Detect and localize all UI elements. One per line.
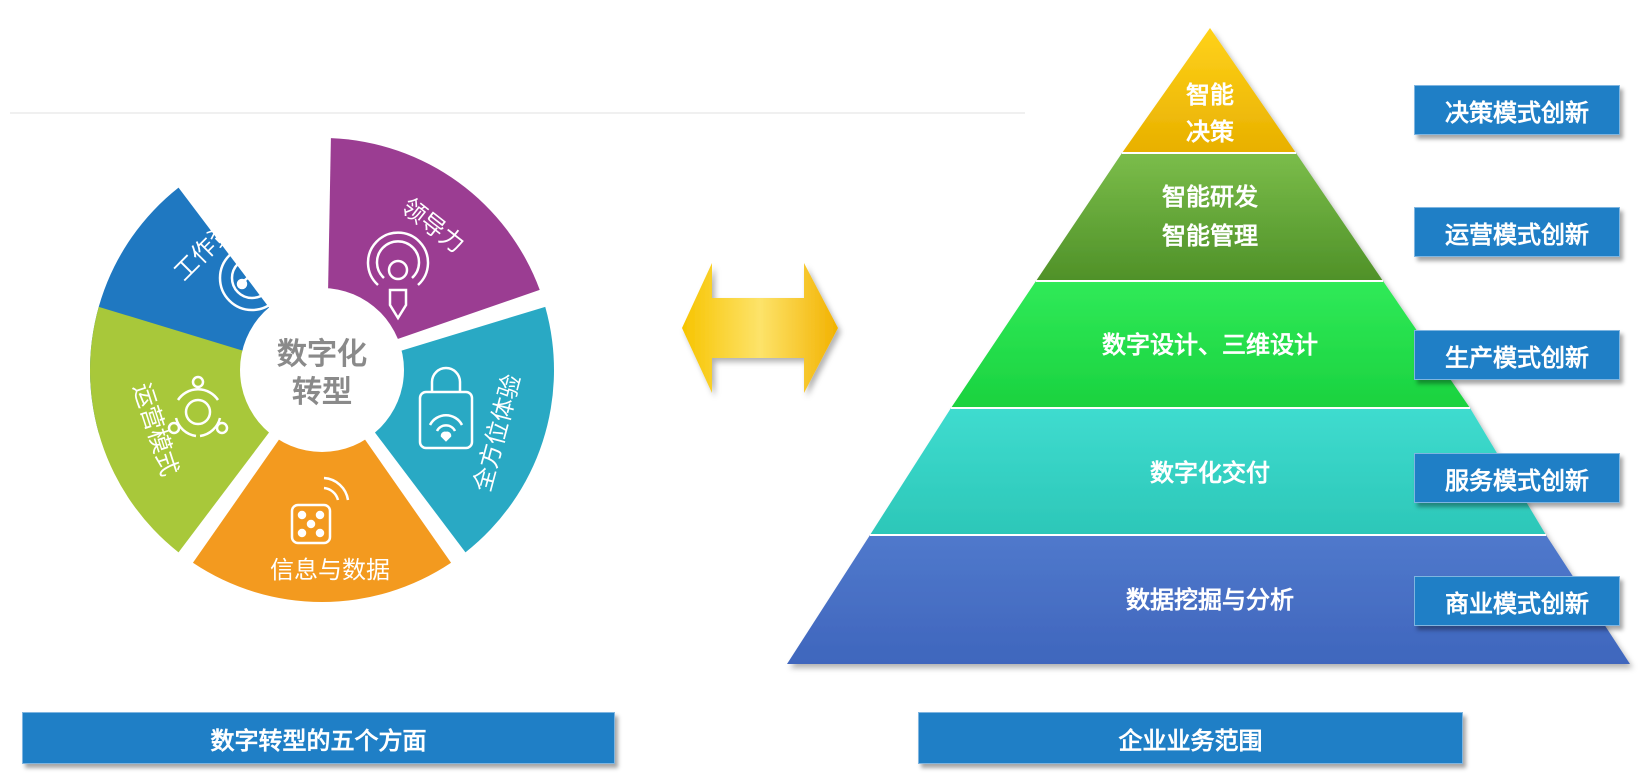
pyramid-level-2-line-2: 智能管理: [1162, 222, 1258, 250]
wheel-center-line2: 转型: [292, 375, 352, 410]
wheel-segment-information-data: [192, 378, 452, 603]
pyramid-level-1-line-2: 决策: [1186, 118, 1235, 146]
pyramid-level-4: [870, 408, 1546, 535]
mode-box-production: 生产模式创新: [1414, 330, 1620, 380]
business-scope-pyramid: [787, 28, 1630, 664]
pyramid-level-2: [1036, 153, 1383, 281]
leader-person-icon: [366, 231, 430, 321]
pyramid-level-1: [1122, 28, 1296, 153]
caption-five-aspects: 数字转型的五个方面: [22, 712, 615, 764]
wheel-center-circle: [240, 288, 404, 452]
shopping-bag-wifi-icon: [418, 366, 474, 450]
pyramid-level-3-label: 数字设计、三维设计: [1102, 331, 1318, 359]
mode-box-service: 服务模式创新: [1414, 453, 1620, 503]
wheel-segment-leadership: [326, 138, 540, 364]
caption-business-scope: 企业业务范围: [918, 712, 1463, 764]
pyramid-level-3: [951, 281, 1470, 408]
segment-label-information-data: 信息与数据: [270, 556, 390, 584]
pyramid-level-2-line-1: 智能研发: [1162, 183, 1258, 211]
data-signal-icon: [290, 476, 350, 545]
pyramid-level-5-label: 数据挖掘与分析: [1126, 586, 1294, 614]
double-arrow-icon: [682, 263, 838, 393]
mode-box-business: 商业模式创新: [1414, 576, 1620, 626]
pyramid-level-5: [787, 535, 1630, 664]
hub-cycle-icon: [167, 375, 229, 438]
people-network-icon: [218, 244, 286, 312]
pyramid-level-1-line-1: 智能: [1186, 81, 1234, 109]
mode-box-decision: 决策模式创新: [1414, 85, 1620, 135]
mode-box-operation: 运营模式创新: [1414, 207, 1620, 257]
pyramid-level-4-label: 数字化交付: [1150, 459, 1270, 487]
wheel-center-line1: 数字化: [277, 337, 367, 372]
